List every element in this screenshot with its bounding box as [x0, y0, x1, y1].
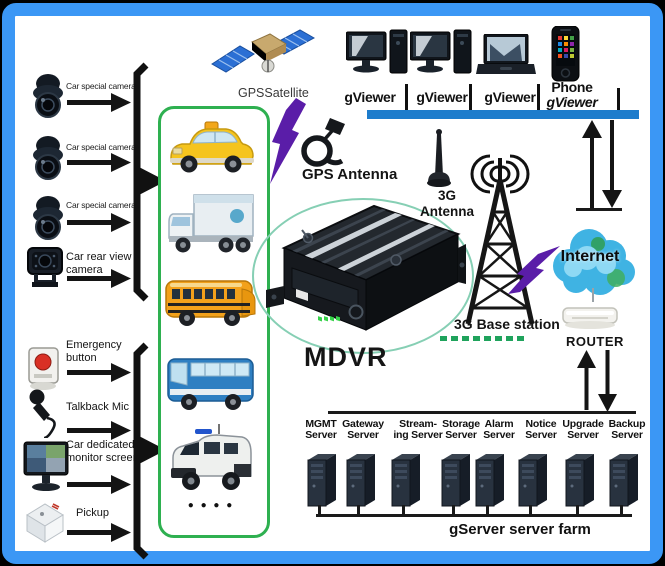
flow-arrow-icon — [67, 153, 131, 172]
viewer-separator — [405, 84, 408, 111]
lightning-bolt-icon — [508, 246, 560, 294]
server-drop-line — [357, 505, 360, 516]
school-bus-icon — [165, 280, 256, 326]
pickup-label: Pickup — [76, 507, 110, 519]
flow-arrow-icon — [67, 475, 131, 494]
server-label-streaming: Stream-ing Server — [393, 418, 443, 441]
taxi-icon — [170, 121, 254, 173]
server-drop-line — [452, 505, 455, 516]
viewer3-label: gViewer — [484, 89, 536, 105]
monitor-icon — [23, 441, 69, 491]
gps-satellite-icon — [211, 29, 315, 73]
flow-arrow-icon — [67, 269, 131, 288]
laptop-icon — [476, 34, 536, 74]
mdvr-halo — [252, 198, 474, 354]
collector-bracket — [133, 62, 166, 302]
server-drop-line — [529, 505, 532, 516]
coach-bus-icon — [167, 358, 254, 410]
truck-icon — [168, 194, 254, 253]
server-tower-icon — [441, 454, 470, 507]
bidirectional-arrows — [582, 120, 622, 208]
server-tower-icon — [346, 454, 375, 507]
flow-arrow-icon — [67, 93, 131, 112]
dashed-link — [440, 336, 524, 341]
mdvr-device-icon — [266, 204, 466, 331]
viewer2-label: gViewer — [416, 89, 468, 105]
server-tower-icon — [391, 454, 420, 507]
viewer-separator — [537, 84, 540, 111]
desktop-pc-icon — [410, 29, 472, 74]
server-farm-top-line — [328, 411, 636, 414]
3g-antenna-icon — [427, 129, 451, 187]
server-farm-bottom-line — [316, 514, 632, 517]
server-tower-icon — [565, 454, 594, 507]
lightning-bolt-icon — [270, 98, 306, 184]
gps-antenna-label: GPS Antenna — [302, 166, 398, 183]
bidirectional-arrows — [577, 350, 617, 412]
server-drop-line — [486, 505, 489, 516]
viewer-separator — [469, 84, 472, 111]
internet-cloud-icon — [553, 229, 635, 295]
server-farm-caption: gServer server farm — [449, 521, 591, 538]
smartphone-icon — [551, 26, 580, 82]
router-label: ROUTER — [566, 334, 624, 349]
viewer1-label: gViewer — [344, 89, 396, 105]
flow-arrow-icon — [67, 363, 131, 382]
arrow-terminal-line — [576, 208, 622, 211]
server-drop-line — [620, 505, 623, 516]
server-tower-icon — [307, 454, 336, 507]
server-drop-line — [576, 505, 579, 516]
desktop-pc-icon — [346, 29, 408, 74]
server-drop-line — [402, 505, 405, 516]
phone-viewer-label: Phone gViewer — [546, 79, 598, 110]
camera2-label: Car special camera — [66, 142, 136, 152]
server-tower-icon — [518, 454, 547, 507]
dome-camera-icon — [33, 196, 63, 240]
talkback-mic-icon — [29, 389, 56, 438]
talkback-mic-label: Talkback Mic — [66, 401, 129, 413]
dome-camera-icon — [33, 136, 63, 180]
server-tower-icon — [609, 454, 638, 507]
camera1-label: Car special camera — [66, 81, 136, 91]
emergency-button-icon — [28, 347, 59, 390]
viewer-bus-bar — [367, 110, 639, 119]
gps-satellite-label: GPSSatellite — [238, 86, 309, 100]
gps-antenna-icon — [301, 118, 345, 167]
camera3-label: Car special camera — [66, 200, 136, 210]
server-tower-icon — [475, 454, 504, 507]
dome-camera-icon — [33, 74, 63, 118]
router-icon — [562, 307, 618, 329]
mdvr-label: MDVR — [304, 342, 388, 372]
pickup-icon — [26, 503, 64, 543]
cloud-router-cable — [592, 288, 594, 302]
flow-arrow-icon — [67, 213, 131, 232]
rear-camera-icon — [27, 247, 63, 287]
base-station-tower-icon — [465, 154, 535, 325]
police-van-icon — [171, 424, 252, 490]
internet-label: Internet — [560, 248, 620, 265]
viewer-separator — [617, 88, 620, 115]
more-vehicles-dots: ● ● ● ● — [187, 500, 235, 511]
server-drop-line — [318, 505, 321, 516]
collector-bracket — [133, 342, 166, 560]
flow-arrow-icon — [67, 523, 131, 542]
flow-arrow-icon — [67, 421, 131, 440]
base-station-label: 3G Base station — [454, 316, 560, 332]
